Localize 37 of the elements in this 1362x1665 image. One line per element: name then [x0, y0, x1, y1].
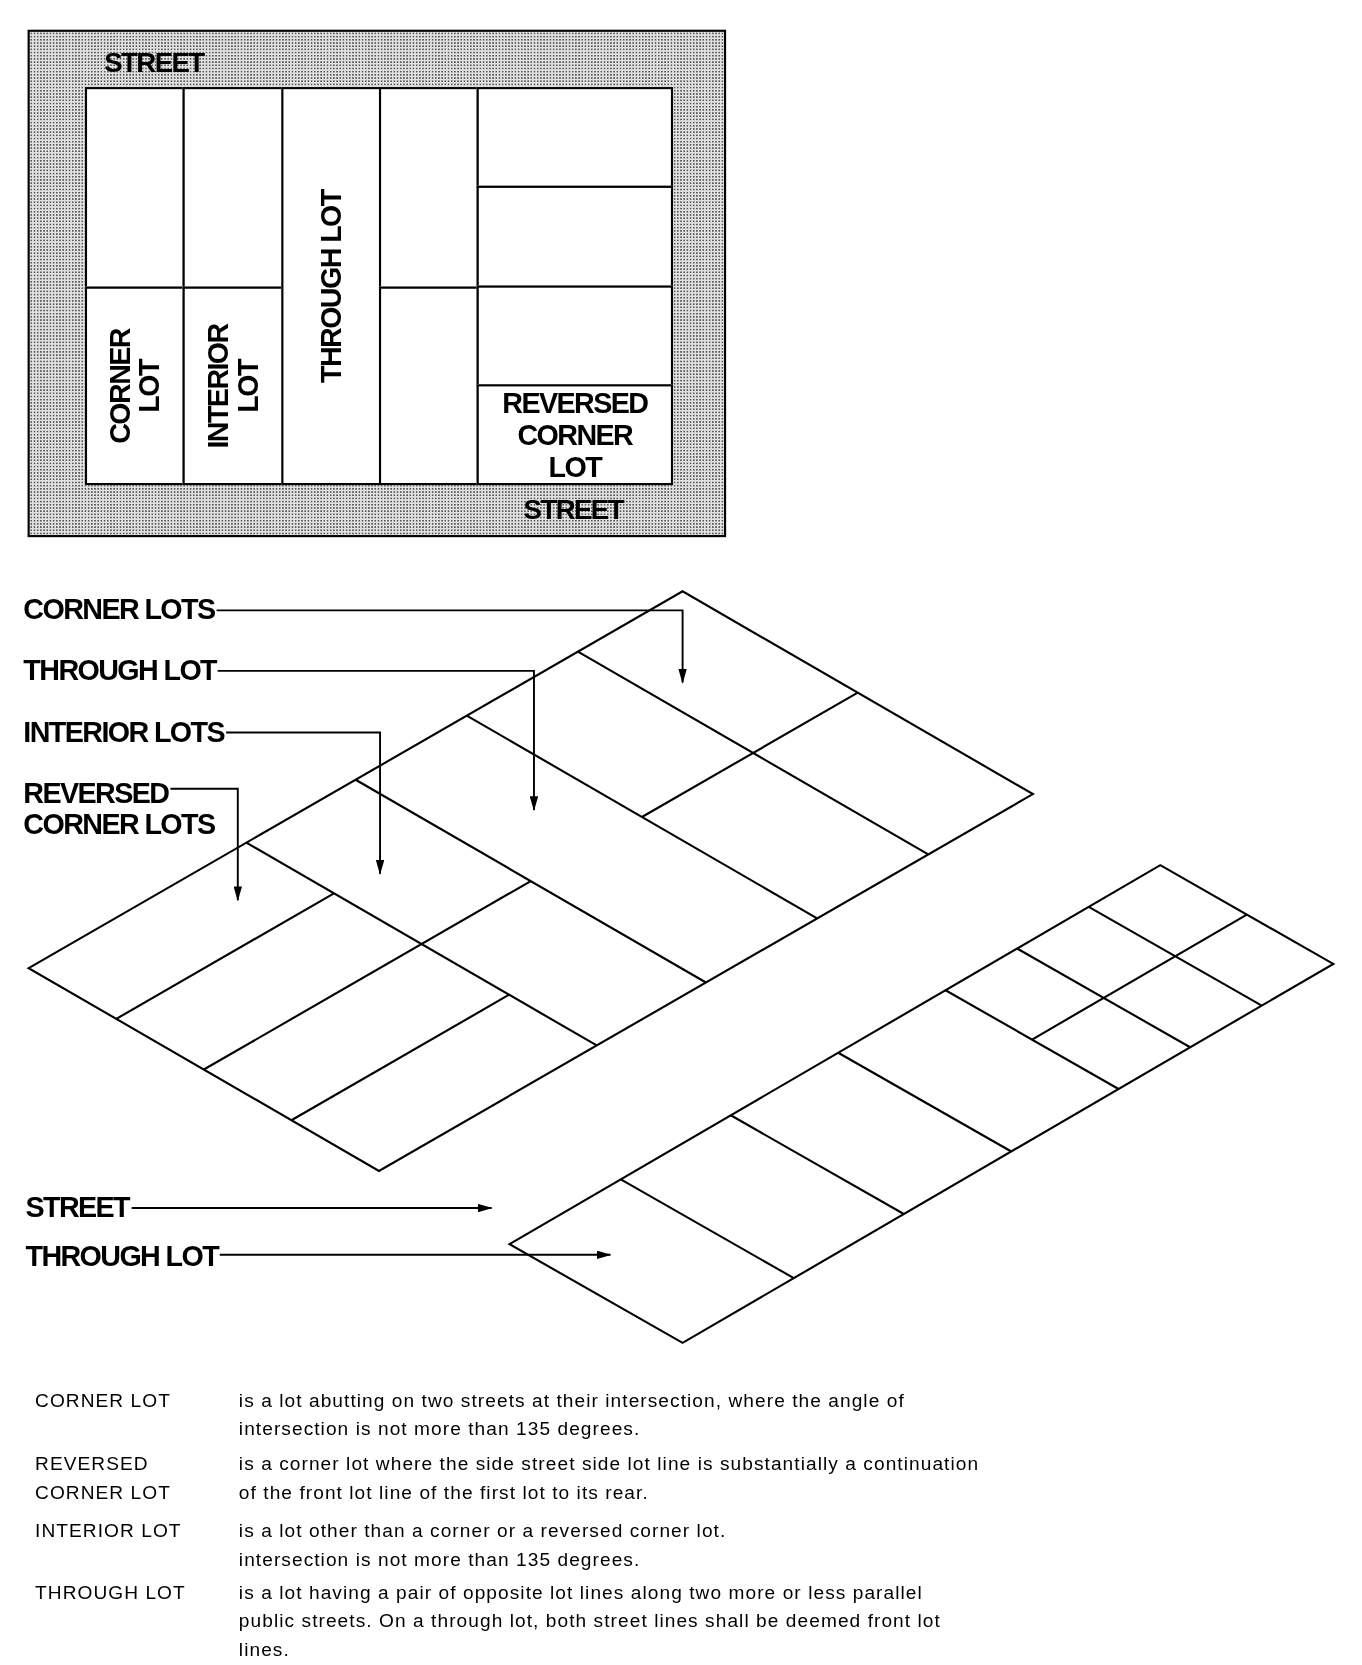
lot-box	[476, 384, 674, 486]
lot-box	[84, 87, 185, 289]
term-label: CORNER LOT	[35, 1388, 172, 1413]
lot-box	[476, 185, 674, 288]
callout-label: THROUGH LOT	[25, 1241, 219, 1273]
leader-line	[169, 787, 243, 902]
lot-box	[182, 286, 284, 486]
callout-label: INTERIOR LOTS	[23, 716, 224, 749]
lot-box	[84, 286, 185, 486]
street-area	[27, 29, 727, 538]
callout-label: CORNER LOTS	[23, 593, 215, 626]
definition-text: is a lot having a pair of opposite lot lines along two more or less parallel public streets. On a through lot, both street lines shall be deemed front lot lines.	[238, 1580, 942, 1663]
lot-box	[476, 285, 674, 387]
leader-line	[218, 1250, 612, 1260]
lot-box	[476, 87, 674, 188]
lot-box	[379, 87, 479, 289]
lot-label: CORNER LOT	[105, 327, 165, 446]
leader-line	[216, 669, 539, 812]
term-label: INTERIOR LOT	[35, 1519, 183, 1544]
term-label: THROUGH LOT	[35, 1580, 187, 1605]
lot-box	[182, 87, 284, 289]
lot-label: INTERIOR LOT	[203, 322, 263, 450]
callout-label: REVERSED CORNER LOTS	[23, 777, 252, 841]
leader-line	[215, 609, 687, 684]
leader-line	[225, 731, 385, 875]
definition-text: is a corner lot where the side street side lot line is substantially a continuation of the front lot line of the first lot to its rear.	[238, 1452, 981, 1506]
callout-label: THROUGH LOT	[23, 655, 216, 687]
lot-box	[379, 286, 479, 486]
definition-text: is a lot abutting on two streets at their intersection, where the angle of intersection is not more than 135 degrees.	[238, 1388, 906, 1442]
definition-text: is a lot other than a corner or a reversed corner lot. intersection is not more than 135 degrees.	[238, 1519, 728, 1573]
lot-label: REVERSED CORNER LOT	[501, 386, 649, 483]
leader-line	[130, 1203, 493, 1213]
street-label: STREET	[104, 46, 204, 80]
street-label: STREET	[523, 493, 623, 526]
lot-label: THROUGH LOT	[316, 188, 347, 385]
term-label: REVERSED CORNER LOT	[35, 1452, 172, 1506]
callout-label: STREET	[25, 1191, 129, 1223]
